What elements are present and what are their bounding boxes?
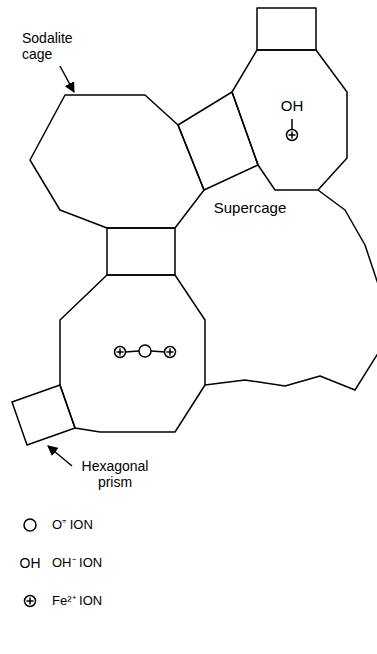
sodalite-cage [30,95,204,228]
legend-fe-symbol [25,596,36,607]
legend-oxide-symbol [24,519,36,531]
part-label: Supercage [214,199,287,216]
legend-sample-text: OH [20,555,41,571]
bond-line [291,119,293,129]
supercage-wall [318,190,377,290]
sodalite-cage [60,275,205,432]
leader-line [48,446,72,466]
fe-ion-symbol [115,347,126,358]
legend-text: OH⁻ ION [52,556,102,571]
legend-text: O⁼ ION [52,518,93,533]
fe-ion-symbol [165,347,176,358]
supercage-wall [205,350,377,390]
bond-line [151,351,165,352]
leader-line [60,66,74,92]
ion-label: OH [281,97,304,114]
oxide-ion-symbol [139,345,151,357]
hexagonal-prism [12,385,75,445]
fe-ion-symbol [287,130,298,141]
legend-text: Fe²⁺ ION [52,594,102,609]
bond-line [125,351,139,352]
hexagonal-prism [178,92,258,190]
part-label: Hexagonal prism [70,458,160,490]
hexagonal-prism [257,8,316,50]
part-label: Sodalite cage [22,30,86,62]
hexagonal-prism [107,228,175,275]
